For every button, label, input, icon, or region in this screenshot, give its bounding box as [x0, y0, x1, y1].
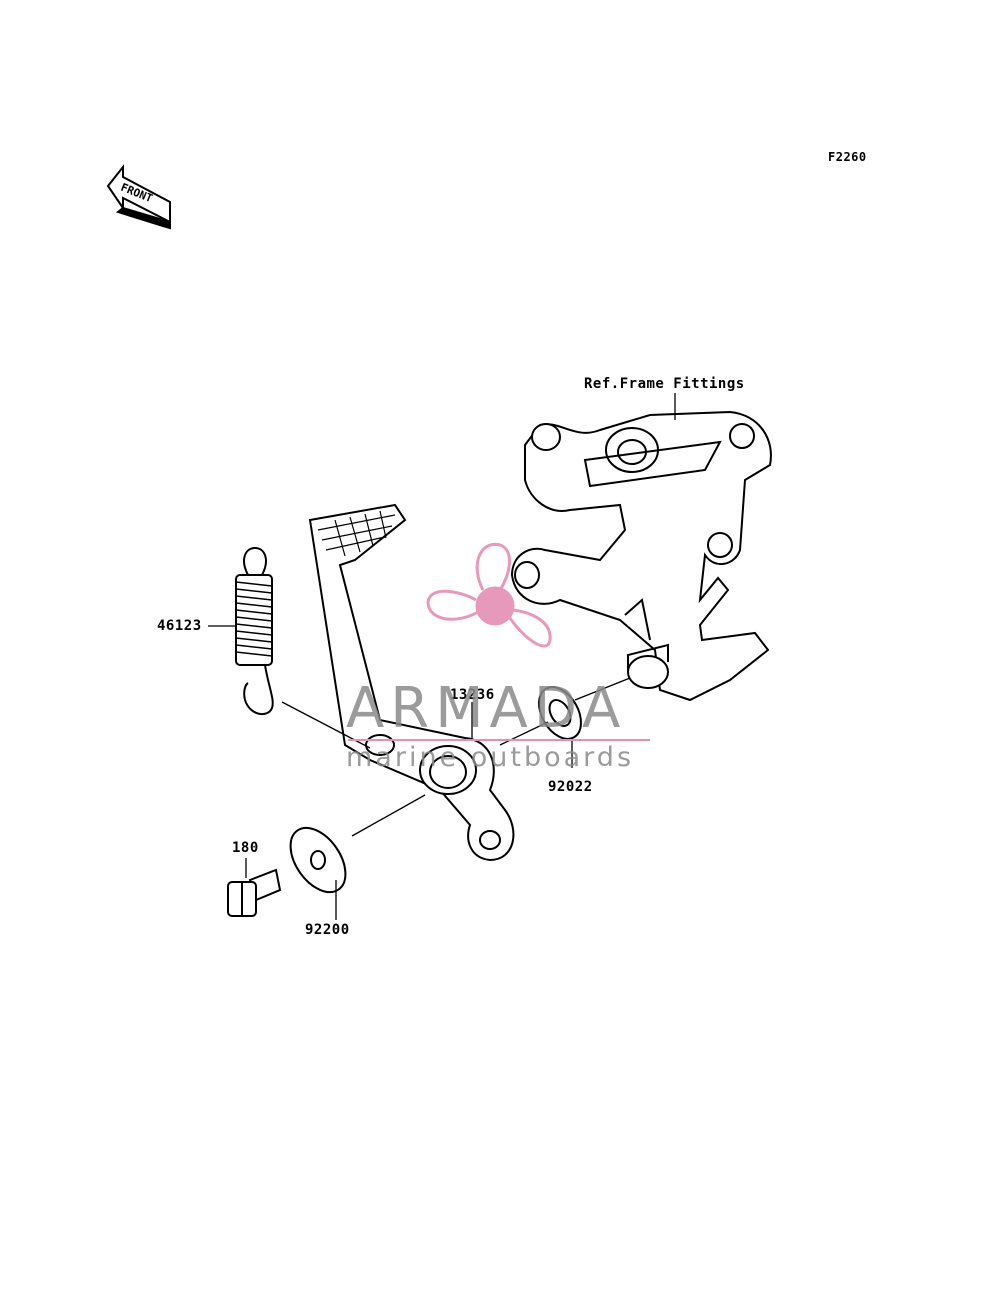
watermark-underline	[348, 739, 650, 741]
part-label-92200: 92200	[305, 922, 350, 938]
spring-drawing	[235, 546, 274, 716]
part-label-46123: 46123	[157, 618, 202, 634]
frame-fittings-drawing	[510, 410, 772, 702]
diagram-code: F2260	[828, 150, 867, 164]
washer-92200-drawing	[289, 826, 347, 894]
part-label-92022: 92022	[548, 779, 593, 795]
leader-lines	[208, 393, 676, 920]
bolt-drawing	[227, 868, 282, 917]
reference-label: Ref.Frame Fittings	[584, 376, 745, 392]
part-label-180: 180	[232, 840, 259, 856]
watermark-tagline: marine outboards	[346, 742, 635, 773]
washer-92022-drawing	[538, 686, 582, 740]
front-arrow-icon	[106, 164, 171, 230]
watermark-brand: ARMADA	[346, 676, 627, 741]
propeller-logo-icon	[426, 542, 552, 648]
part-label-13236: 13236	[450, 687, 495, 703]
